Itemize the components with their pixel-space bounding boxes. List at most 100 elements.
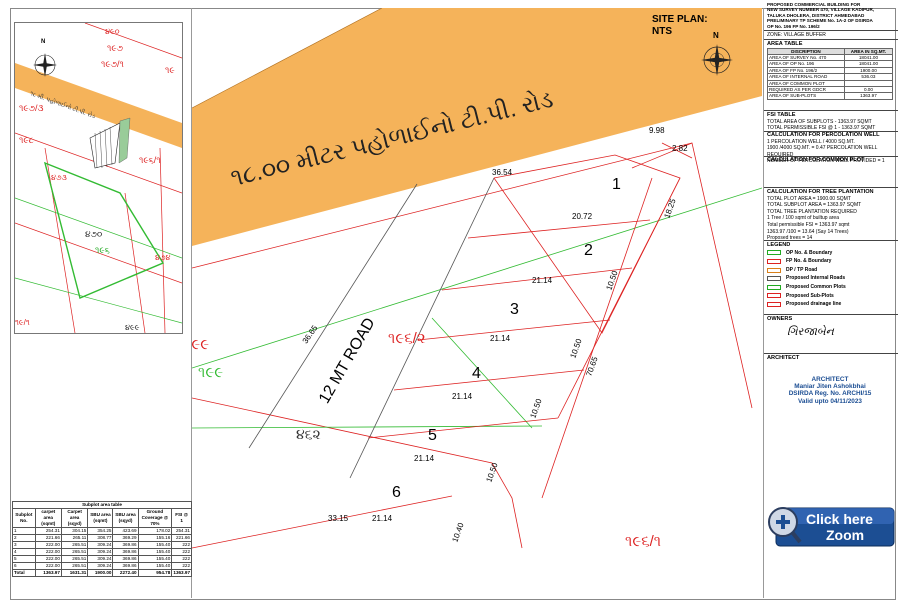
fsi-table-section: FSI TABLE TOTAL AREA OF SUBPLOTS - 1363.…: [767, 112, 893, 132]
tree-section: CALCULATION FOR TREE PLANTATION TOTAL PL…: [767, 189, 893, 242]
subplot-cell: 369.86: [112, 548, 139, 556]
zoom-button[interactable]: Click here Zoom: [766, 504, 896, 548]
rule: [764, 314, 898, 315]
subplot-cell: 222.00: [34, 555, 62, 563]
plot-number: 2: [584, 242, 593, 259]
subplot-cell: 221.66: [171, 534, 192, 542]
subplot-cell: 222: [171, 541, 192, 549]
dimension-label: 21.14: [372, 514, 393, 523]
rule: [764, 39, 898, 40]
key-map-label: ૧૯૮: [19, 135, 34, 145]
project-line: NEW SURVEY NUMBER 470, VILLAGE KADIPUR,: [767, 7, 875, 13]
rule: [764, 156, 898, 157]
subplot-cell: 354.25: [87, 527, 114, 535]
subplot-cell: 178.02: [137, 527, 173, 535]
key-map-label: ૧૯૭/૧: [101, 59, 124, 69]
owners-heading: OWNERS: [767, 316, 793, 322]
dimension-label: 21.14: [490, 334, 511, 343]
plot-number: 4: [472, 365, 481, 382]
subplot-cell: 6: [12, 562, 36, 570]
architect-name: Maniar Jiten Ashokbhai: [794, 383, 866, 390]
legend-label: FP No. & Boundary: [786, 258, 832, 265]
dimension-label: 21.14: [532, 276, 553, 285]
subplot-column-header: FSI @ 1: [171, 508, 192, 528]
neighbor-op-label: ૧૯૯: [198, 364, 224, 381]
legend-label: DP / TP Road: [786, 266, 818, 273]
subplot-table-title: Subplot area table: [12, 501, 192, 509]
subplot-cell: 309.24: [87, 541, 114, 549]
tree-line: 1363.97 /100 = 13.64 (Say 14 Trees): [767, 228, 849, 235]
dimension-label: 2.82: [672, 144, 688, 153]
subplot-cell: 254.31: [34, 527, 62, 535]
architect-stamp: ARCHITECT Maniar Jiten Ashokbhai DSIRDA …: [767, 376, 893, 406]
legend-item: Proposed Sub-Plots: [767, 292, 893, 301]
dimension-label: 21.14: [452, 392, 473, 401]
legend-swatch: [767, 284, 781, 290]
zoom-button-graphic: [768, 507, 895, 547]
legend-heading: LEGEND: [767, 242, 791, 248]
subplot-cell: 265.11: [60, 534, 89, 542]
site-plan: N SITE PLAN: NTS ૧૮.૦૦ મીટર પહોળાઈનો ટી.…: [192, 8, 762, 598]
tree-line: Total permissible FSI = 1363.97 sqmt: [767, 221, 850, 228]
op-boundary-lines: [192, 187, 762, 429]
sheet-divider-right: [763, 8, 764, 598]
subplot-total-cell: 1363.97: [171, 569, 192, 577]
key-map-north-arrow: [33, 53, 57, 77]
subplot-lines: [367, 154, 681, 499]
legend-label: Proposed Sub-Plots: [786, 292, 834, 299]
legend-item: Proposed drainage line: [767, 300, 893, 309]
internal-road-lines: [248, 177, 495, 479]
architect-section: ARCHITECT ARCHITECT Maniar Jiten Ashokbh…: [767, 355, 893, 405]
area-value: 536.03: [843, 73, 894, 81]
legend-swatch: [767, 267, 781, 273]
legend-item: DP / TP Road: [767, 266, 893, 275]
site-plan-title: SITE PLAN:: [652, 14, 708, 25]
legend-swatch: [767, 301, 781, 307]
subplot-total-cell: 1631.31: [60, 569, 89, 577]
percolation-line: NUMBER OF PERCOLATION WELL PROVIDED = 1: [767, 158, 885, 165]
dimension-label: 36.54: [492, 168, 513, 177]
fsi-line: TOTAL AREA OF SUBPLOTS - 1363.97 SQMT: [767, 118, 872, 125]
site-plan-scale: NTS: [652, 26, 672, 37]
area-desc: AREA OF SUB-PLOTS: [767, 92, 845, 100]
subplot-cell: 309.24: [87, 562, 114, 570]
dimension-label: 33.15: [328, 514, 349, 523]
title-block-panel: PROPOSED COMMERCIAL BUILDING FOR NEW SUR…: [764, 0, 898, 606]
rule: [764, 131, 898, 132]
key-map: N ૧૮ મી. પહોળાઈનો ટી.પી. રોડ ૪૯૦ ૧૯૭ ૧૯૭…: [14, 22, 183, 334]
architect-registration: DSIRDA Reg. No. ARCHI/15: [788, 390, 872, 398]
key-map-label: ૪૯૦: [105, 27, 120, 36]
survey-number-label: ૪૬૨: [296, 426, 321, 442]
subplot-cell: 369.86: [112, 562, 139, 570]
legend-label: Proposed drainage line: [786, 301, 842, 308]
tree-line: TOTAL PLOT AREA = 1900.00 SQMT: [767, 195, 851, 202]
project-line: PRELIMINARY TP SCHEME No. 1A-2 OF DSIRDA: [767, 18, 873, 24]
percolation-line: 1 PERCOLATION WELL / 4000 SQ.MT.: [767, 138, 855, 145]
tree-line: TOTAL SUBPLOT AREA = 1363.97 SQMT: [767, 202, 862, 209]
subplot-cell: 222.00: [34, 548, 62, 556]
subplot-cell: 369.86: [112, 555, 139, 563]
project-line: TALUKA DHOLERA, DISTRICT AHMEDABAD: [767, 12, 865, 18]
key-map-label: ૪૯૯: [125, 323, 140, 332]
subplot-column-header: Ground Coverage @ 70%: [137, 508, 173, 528]
key-map-label: ૪૭૦: [85, 229, 103, 239]
area-value: 1900.00: [843, 66, 894, 75]
area-value: 1363.97: [843, 92, 894, 100]
op-label: ૧૯૯: [192, 336, 210, 353]
dimension-label: 9.98: [649, 126, 665, 135]
neighbor-fp-label: ૧૯૬/૧: [625, 533, 662, 550]
area-table-heading: AREA TABLE: [767, 41, 803, 47]
subplot-cell: 308.77: [87, 534, 114, 542]
subplot-cell: 369.86: [112, 541, 139, 549]
north-label: N: [713, 31, 719, 40]
architect-validity: Valid upto 04/11/2023: [798, 397, 862, 405]
key-map-road: [15, 63, 182, 148]
